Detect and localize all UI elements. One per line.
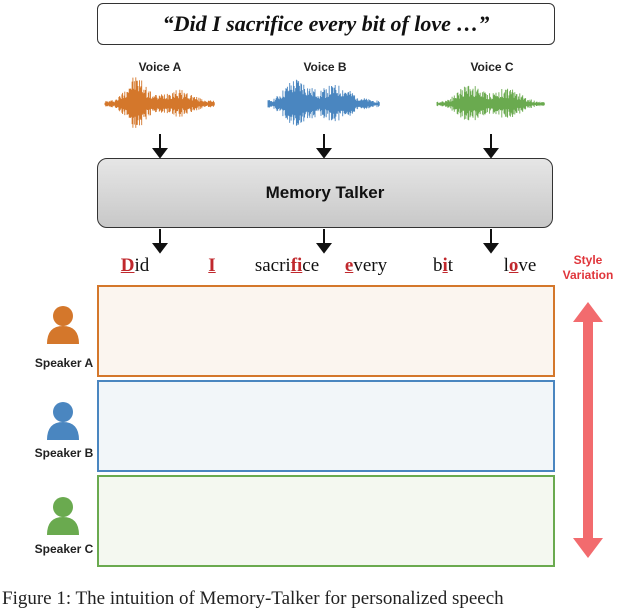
voice-a-label: Voice A bbox=[138, 60, 182, 74]
word-text: t bbox=[447, 255, 454, 276]
word-5: love bbox=[475, 255, 565, 277]
speaker-b-icon bbox=[47, 402, 79, 440]
speaker-c-row bbox=[97, 475, 555, 567]
figure-caption: Figure 1: The intuition of Memory-Talker… bbox=[2, 588, 504, 609]
voice-b-label: Voice B bbox=[303, 60, 347, 74]
word-text: ce bbox=[302, 255, 320, 276]
memory-talker-box: Memory Talker bbox=[97, 158, 553, 228]
waveforms bbox=[104, 77, 545, 128]
style-variation-line1: Style bbox=[573, 253, 603, 267]
word-highlight: I bbox=[208, 255, 216, 276]
speaker-a-row bbox=[97, 285, 555, 377]
speaker-c-icon bbox=[47, 497, 79, 535]
word-text: sacri bbox=[254, 255, 291, 276]
output-arrows bbox=[152, 229, 499, 254]
word-text: very bbox=[353, 255, 388, 276]
speaker-b-row bbox=[97, 380, 555, 472]
word-2: sacrifice bbox=[242, 255, 332, 277]
word-text: l bbox=[503, 255, 509, 276]
voice-c-label: Voice C bbox=[470, 60, 514, 74]
quote-box: “Did I sacrifice every bit of love …” bbox=[97, 3, 555, 45]
word-0: Did bbox=[90, 255, 180, 277]
style-variation-line2: Variation bbox=[562, 268, 614, 282]
input-arrows bbox=[152, 134, 499, 159]
speaker-c-label: Speaker C bbox=[34, 542, 94, 556]
waveform-a bbox=[104, 77, 215, 128]
speaker-b-label: Speaker B bbox=[34, 446, 94, 460]
word-highlight: i bbox=[442, 255, 448, 276]
memory-talker-label: Memory Talker bbox=[265, 183, 385, 202]
speaker-a-icon bbox=[47, 306, 79, 344]
waveform-b bbox=[267, 79, 380, 126]
word-highlight: e bbox=[344, 255, 354, 276]
style-variation-label: Style Variation bbox=[553, 253, 623, 283]
word-1: I bbox=[167, 255, 257, 277]
word-highlight: D bbox=[120, 255, 135, 276]
speaker-a-label: Speaker A bbox=[34, 356, 94, 370]
waveform-c bbox=[436, 85, 545, 121]
quote-text: “Did I sacrifice every bit of love …” bbox=[162, 11, 490, 36]
word-highlight: o bbox=[508, 255, 519, 276]
word-highlight: fi bbox=[290, 255, 303, 276]
style-variation-arrow bbox=[573, 302, 603, 558]
word-4: bit bbox=[398, 255, 488, 277]
word-text: id bbox=[134, 255, 150, 276]
word-text: ve bbox=[518, 255, 537, 276]
word-3: every bbox=[321, 255, 411, 277]
word-text: b bbox=[432, 255, 443, 276]
